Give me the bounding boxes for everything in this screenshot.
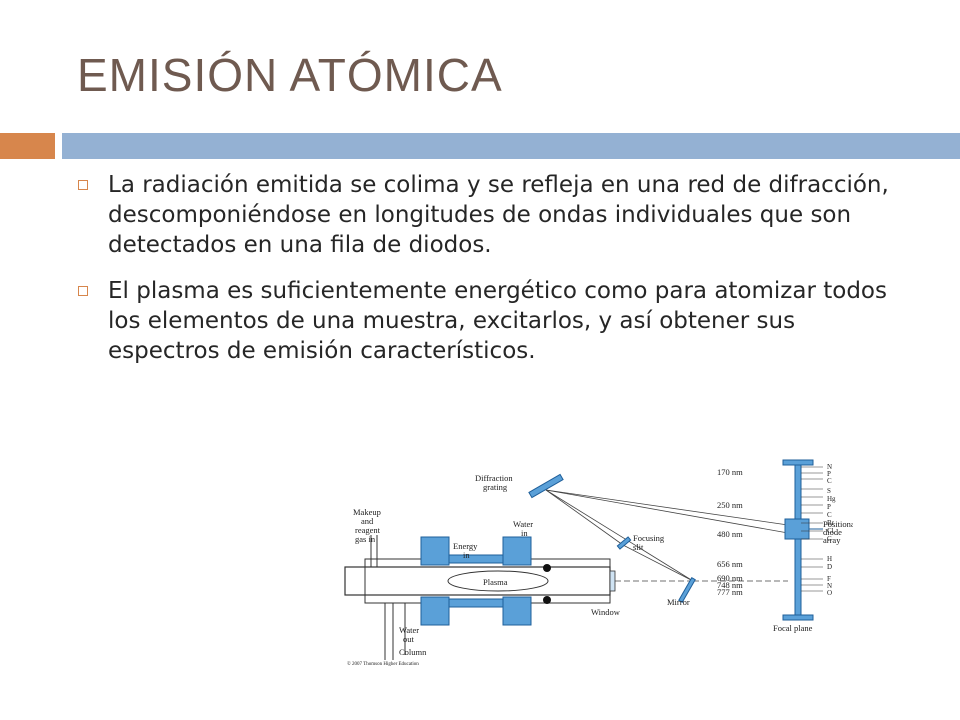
plasma-shape xyxy=(447,570,549,592)
element-symbol: F xyxy=(827,575,831,583)
label-makeup: Makeup xyxy=(353,507,381,517)
icp-spectrometer-diagram: Makeup and reagent gas in Energy in Wate… xyxy=(344,459,853,667)
label-focusing-slit: slit xyxy=(633,542,644,552)
label-makeup: reagent xyxy=(355,525,381,535)
wavelength-label: 656 nm xyxy=(717,559,743,569)
title-rule-bar xyxy=(62,133,960,159)
bullet-item: El plasma es suficientemente energético … xyxy=(72,276,902,366)
wavelength-label: 170 nm xyxy=(717,467,743,477)
square-bullet-icon xyxy=(78,286,88,296)
element-symbol: O xyxy=(827,589,832,597)
element-symbol: Br xyxy=(827,519,835,527)
label-energy-in: in xyxy=(463,550,470,560)
label-water-out: out xyxy=(403,634,415,644)
bullet-list: La radiación emitida se colima y se refl… xyxy=(72,170,902,382)
label-window: Window xyxy=(591,607,621,617)
element-symbol: P xyxy=(827,470,831,478)
wavelength-label: 777 nm xyxy=(717,587,743,597)
wavelength-label: 250 nm xyxy=(717,500,743,510)
label-water-out: Water xyxy=(399,625,419,635)
square-bullet-icon xyxy=(78,180,88,190)
label-makeup: gas in xyxy=(355,534,376,544)
label-energy-in: Energy xyxy=(453,541,478,551)
element-symbol: H xyxy=(827,555,832,563)
wavelength-label: 748 nm xyxy=(717,580,743,590)
bullet-text: El plasma es suficientemente energético … xyxy=(108,278,887,364)
element-symbol: P xyxy=(827,503,831,511)
label-water-in: in xyxy=(521,528,528,538)
bullet-text: La radiación emitida se colima y se refl… xyxy=(108,172,889,258)
mirror-shape xyxy=(678,577,696,603)
bullet-item: La radiación emitida se colima y se refl… xyxy=(72,170,902,260)
label-diode-array: diode xyxy=(823,527,842,537)
label-column: Column xyxy=(399,647,427,657)
optical-paths xyxy=(545,489,789,582)
label-focal-plane: Focal plane xyxy=(773,623,813,633)
wavelength-label: 480 nm xyxy=(717,529,743,539)
element-symbol: N xyxy=(827,463,832,471)
label-diode-array: array xyxy=(823,535,841,545)
wavelength-label: 690 nm xyxy=(717,573,743,583)
element-symbol: N xyxy=(827,582,832,590)
label-makeup: and xyxy=(361,516,374,526)
label-diffraction-grating: Diffraction xyxy=(475,473,513,483)
label-mirror: Mirror xyxy=(667,597,690,607)
element-symbol: C xyxy=(827,535,832,543)
slide-title: EMISIÓN ATÓMICA xyxy=(77,49,503,101)
focusing-slit-shape xyxy=(616,536,632,550)
label-diffraction-grating: grating xyxy=(483,482,508,492)
element-symbol: Cl xyxy=(827,527,834,535)
torch-assembly xyxy=(344,535,616,660)
element-symbol: Hg xyxy=(827,495,836,503)
element-symbol: S xyxy=(827,487,831,495)
focal-plane-assembly xyxy=(782,459,823,621)
element-symbol: C xyxy=(827,477,832,485)
label-plasma: Plasma xyxy=(483,577,508,587)
element-symbol: D xyxy=(827,563,832,571)
label-water-in: Water xyxy=(513,519,533,529)
diode-array-shape xyxy=(784,518,810,540)
label-focusing-slit: Focusing xyxy=(633,533,665,543)
diffraction-grating-shape xyxy=(528,473,564,499)
label-diode-array: Positionable xyxy=(823,519,853,529)
element-symbol: C xyxy=(827,511,832,519)
title-rule-accent xyxy=(0,133,55,159)
diagram-copyright: © 2007 Thomson Higher Education xyxy=(347,661,419,667)
